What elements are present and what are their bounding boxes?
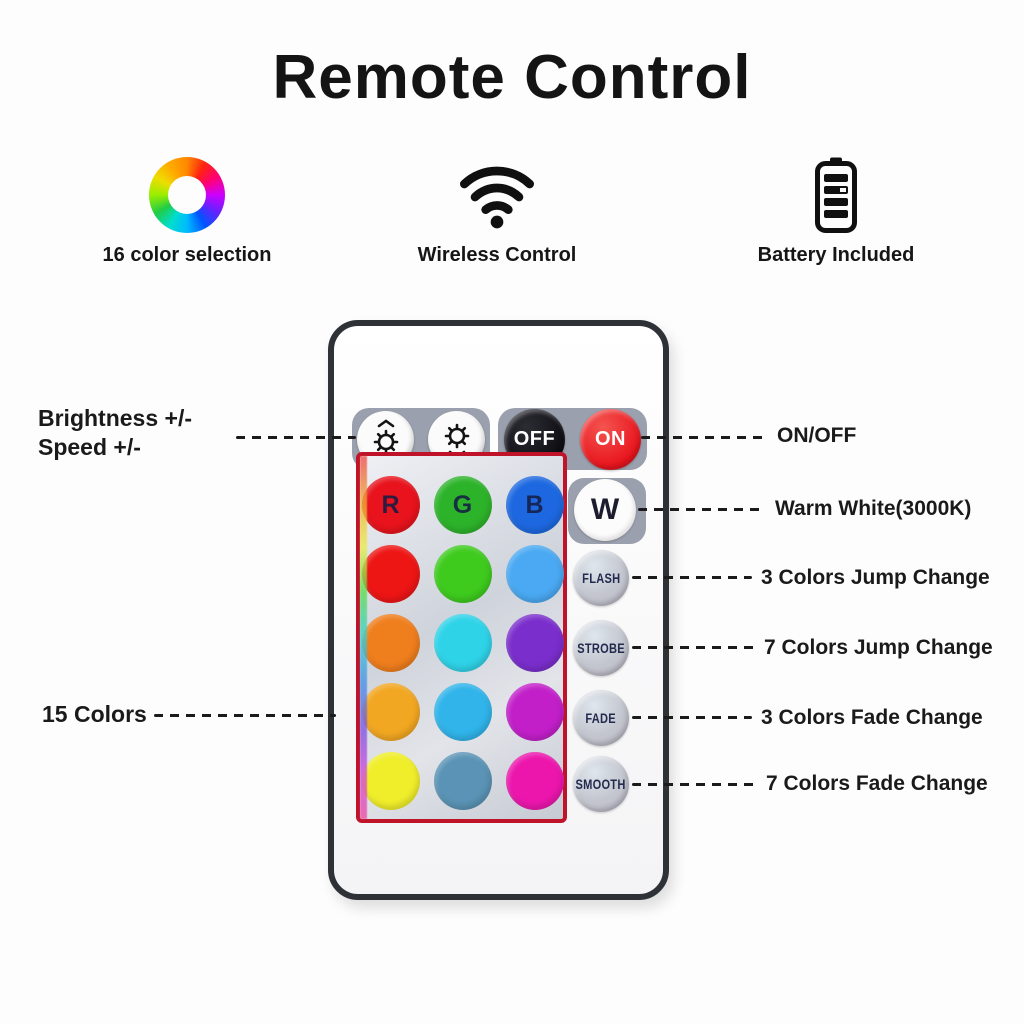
strobe-button[interactable]: STROBE	[573, 620, 629, 676]
color-wheel-icon	[149, 157, 225, 233]
color-button[interactable]	[505, 752, 564, 810]
battery-icon	[815, 157, 857, 233]
callout-7-colors-fade: 7 Colors Fade Change	[766, 772, 988, 795]
callout-3-colors-jump: 3 Colors Jump Change	[761, 566, 990, 589]
color-button[interactable]	[433, 752, 492, 810]
smooth-button[interactable]: SMOOTH	[573, 756, 629, 812]
connector-15-colors-line	[154, 714, 336, 717]
feature-battery-included: Battery Included	[700, 152, 972, 267]
wifi-icon-box	[453, 152, 541, 238]
color-button[interactable]	[505, 545, 564, 603]
callout-speed-line: Speed +/-	[38, 434, 141, 460]
feature-wireless-control: Wireless Control	[362, 152, 632, 267]
callout-on-off: ON/OFF	[777, 424, 857, 447]
connector-brightness-line	[236, 436, 356, 439]
strobe-button-label: STROBE	[577, 640, 625, 656]
callout-7-colors-jump: 7 Colors Jump Change	[764, 636, 993, 659]
callout-brightness-line: Brightness +/-	[38, 405, 193, 431]
connector-smooth-line	[632, 783, 757, 786]
connector-strobe-line	[632, 646, 754, 649]
warm-white-button[interactable]: W	[574, 479, 636, 541]
on-button[interactable]: ON	[580, 408, 641, 470]
connector-flash-line	[632, 576, 752, 579]
feature-color-selection: 16 color selection	[52, 152, 322, 267]
connector-fade-line	[632, 716, 752, 719]
callout-brightness-speed: Brightness +/- Speed +/-	[38, 404, 192, 462]
off-button-label: OFF	[513, 427, 556, 450]
color-button[interactable]	[505, 683, 564, 741]
color-button[interactable]	[361, 683, 420, 741]
fade-button-label: FADE	[585, 710, 617, 726]
feature-label-color-selection: 16 color selection	[102, 244, 272, 266]
on-button-label: ON	[595, 427, 626, 450]
remote-control: OFF ON R G B W FLASH STROBE FADE SMOOTH	[328, 320, 669, 900]
battery-icon-box	[813, 152, 859, 238]
callout-15-colors: 15 Colors	[42, 701, 147, 727]
feature-label-battery-included: Battery Included	[757, 244, 915, 266]
callout-warm-white: Warm White(3000K)	[775, 497, 972, 520]
connector-on-off-line	[641, 436, 767, 439]
color-button-letter: R	[381, 490, 400, 519]
color-button-letter: G	[452, 490, 473, 519]
color-button[interactable]	[361, 614, 420, 672]
color-wheel-hole	[168, 176, 206, 214]
color-wheel-icon-box	[149, 152, 225, 238]
color-button[interactable]	[361, 545, 420, 603]
callout-3-colors-fade: 3 Colors Fade Change	[761, 706, 983, 729]
color-button-g[interactable]: G	[433, 476, 492, 534]
color-button-letter: B	[525, 490, 544, 519]
feature-label-wireless-control: Wireless Control	[417, 244, 577, 266]
smooth-button-label: SMOOTH	[575, 776, 627, 792]
color-button-r[interactable]: R	[361, 476, 420, 534]
color-button[interactable]	[433, 614, 492, 672]
color-button[interactable]	[433, 545, 492, 603]
color-button[interactable]	[433, 683, 492, 741]
color-button[interactable]	[505, 614, 564, 672]
flash-button[interactable]: FLASH	[573, 550, 629, 606]
color-button-b[interactable]: B	[505, 476, 564, 534]
color-button[interactable]	[361, 752, 420, 810]
fade-button[interactable]: FADE	[573, 690, 629, 746]
page-title: Remote Control	[272, 43, 752, 112]
wifi-icon	[460, 166, 534, 229]
warm-white-button-label: W	[590, 493, 620, 526]
flash-button-label: FLASH	[581, 570, 621, 586]
connector-warm-white-line	[638, 508, 766, 511]
